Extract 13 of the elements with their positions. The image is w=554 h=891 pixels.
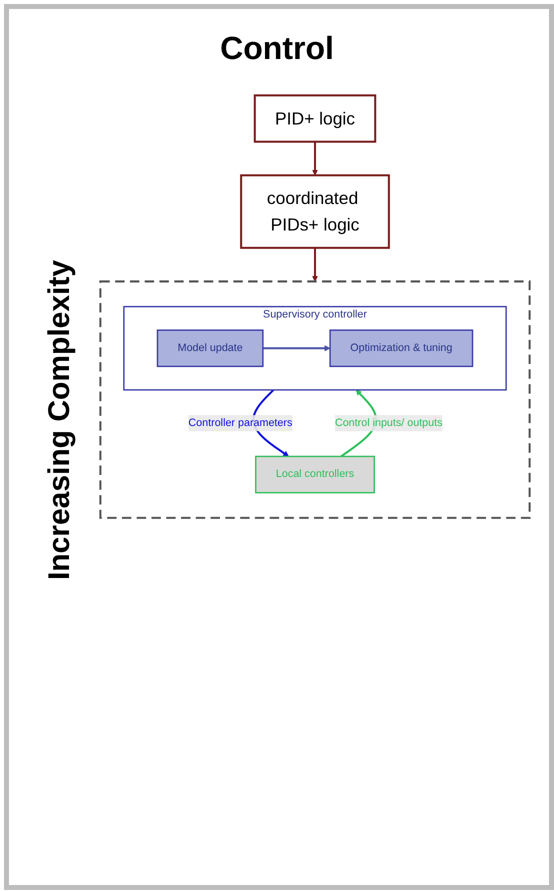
node-box: PID+ logic	[254, 94, 376, 143]
axis-label: Increasing Complexity	[43, 260, 76, 580]
arrow	[312, 142, 318, 176]
cluster	[99, 280, 531, 519]
title: Control	[219, 30, 335, 67]
node-box: Optimization & tuning	[329, 329, 474, 368]
node-box: Model update	[156, 329, 264, 368]
arrow	[312, 248, 318, 282]
node-box: Local controllers	[255, 456, 375, 494]
node-box: coordinated PIDs+ logic	[240, 174, 390, 249]
edge-label: Control inputs/ outputs	[334, 417, 442, 429]
edge-label: Controller parameters	[188, 417, 292, 429]
arrow	[262, 345, 330, 352]
